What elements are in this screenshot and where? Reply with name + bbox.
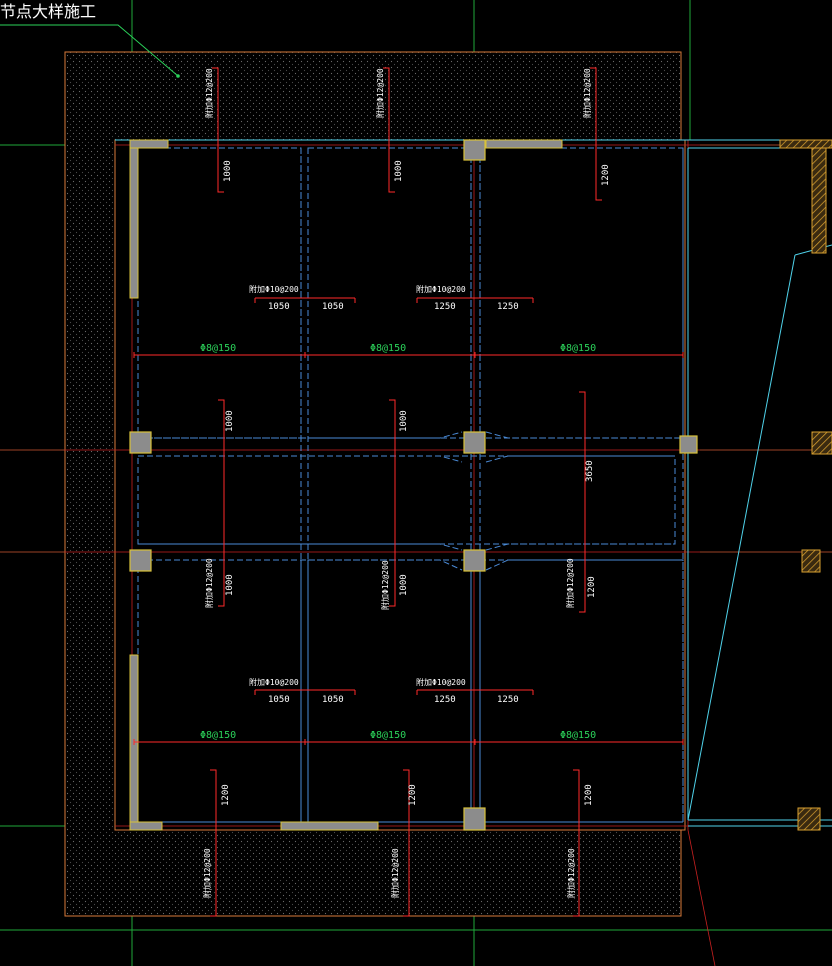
drawing-title: 节点大样施工: [0, 2, 97, 21]
rebar-label: 附加Φ12@200: [390, 848, 400, 898]
dimension-text: 1250: [497, 302, 519, 312]
rebar-label: Φ8@150: [200, 343, 236, 354]
rebar-label: Φ8@150: [560, 343, 596, 354]
rebar-label: Φ8@150: [370, 343, 406, 354]
dimension-text: 1000: [225, 410, 235, 432]
dimension-text: 1050: [268, 302, 290, 312]
rebar-label: 附加Φ12@200: [582, 68, 592, 118]
dimension-text: 1000: [223, 160, 233, 182]
dimension-text: 1050: [268, 695, 290, 705]
rebar-lines-horizontal: [133, 297, 684, 745]
rebar-label: 附加Φ12@200: [565, 558, 575, 608]
dimension-text: 1000: [394, 160, 404, 182]
dimension-text: 1250: [497, 695, 519, 705]
beam-outlines: [137, 147, 684, 823]
dimension-text: 1200: [584, 784, 594, 806]
dimension-text: 1250: [434, 302, 456, 312]
rebar-lines-vertical: [210, 67, 602, 917]
rebar-label: 附加Φ10@200: [416, 677, 466, 687]
dimension-text: 1200: [408, 784, 418, 806]
rebar-label: 附加Φ12@200: [375, 68, 385, 118]
slab-area: [114, 139, 686, 831]
rebar-label: Φ8@150: [370, 730, 406, 741]
rebar-label: 附加Φ10@200: [416, 284, 466, 294]
rebar-label: 附加Φ10@200: [249, 677, 299, 687]
dimension-text: 1050: [322, 302, 344, 312]
dimension-text: 1000: [399, 574, 409, 596]
dimension-text: 1200: [221, 784, 231, 806]
dimension-text: 1200: [587, 576, 597, 598]
rebar-label: 附加Φ12@200: [566, 848, 576, 898]
rebar-label: 附加Φ12@200: [380, 560, 390, 610]
rebar-label: Φ8@150: [560, 730, 596, 741]
dimension-text: 3650: [585, 460, 595, 482]
dimension-text: 1000: [399, 410, 409, 432]
rebar-label: 附加Φ12@200: [202, 848, 212, 898]
title-leader: [0, 24, 179, 77]
rebar-label: Φ8@150: [200, 730, 236, 741]
dimension-text: 1250: [434, 695, 456, 705]
dimension-text: 1050: [322, 695, 344, 705]
rebar-label: 附加Φ10@200: [249, 284, 299, 294]
columns: [129, 139, 698, 831]
right-hatched-columns: [779, 139, 832, 831]
rebar-label: 附加Φ12@200: [204, 68, 214, 118]
dimension-text: 1000: [225, 574, 235, 596]
rebar-label: 附加Φ12@200: [204, 558, 214, 608]
dimension-text: 1200: [601, 164, 611, 186]
